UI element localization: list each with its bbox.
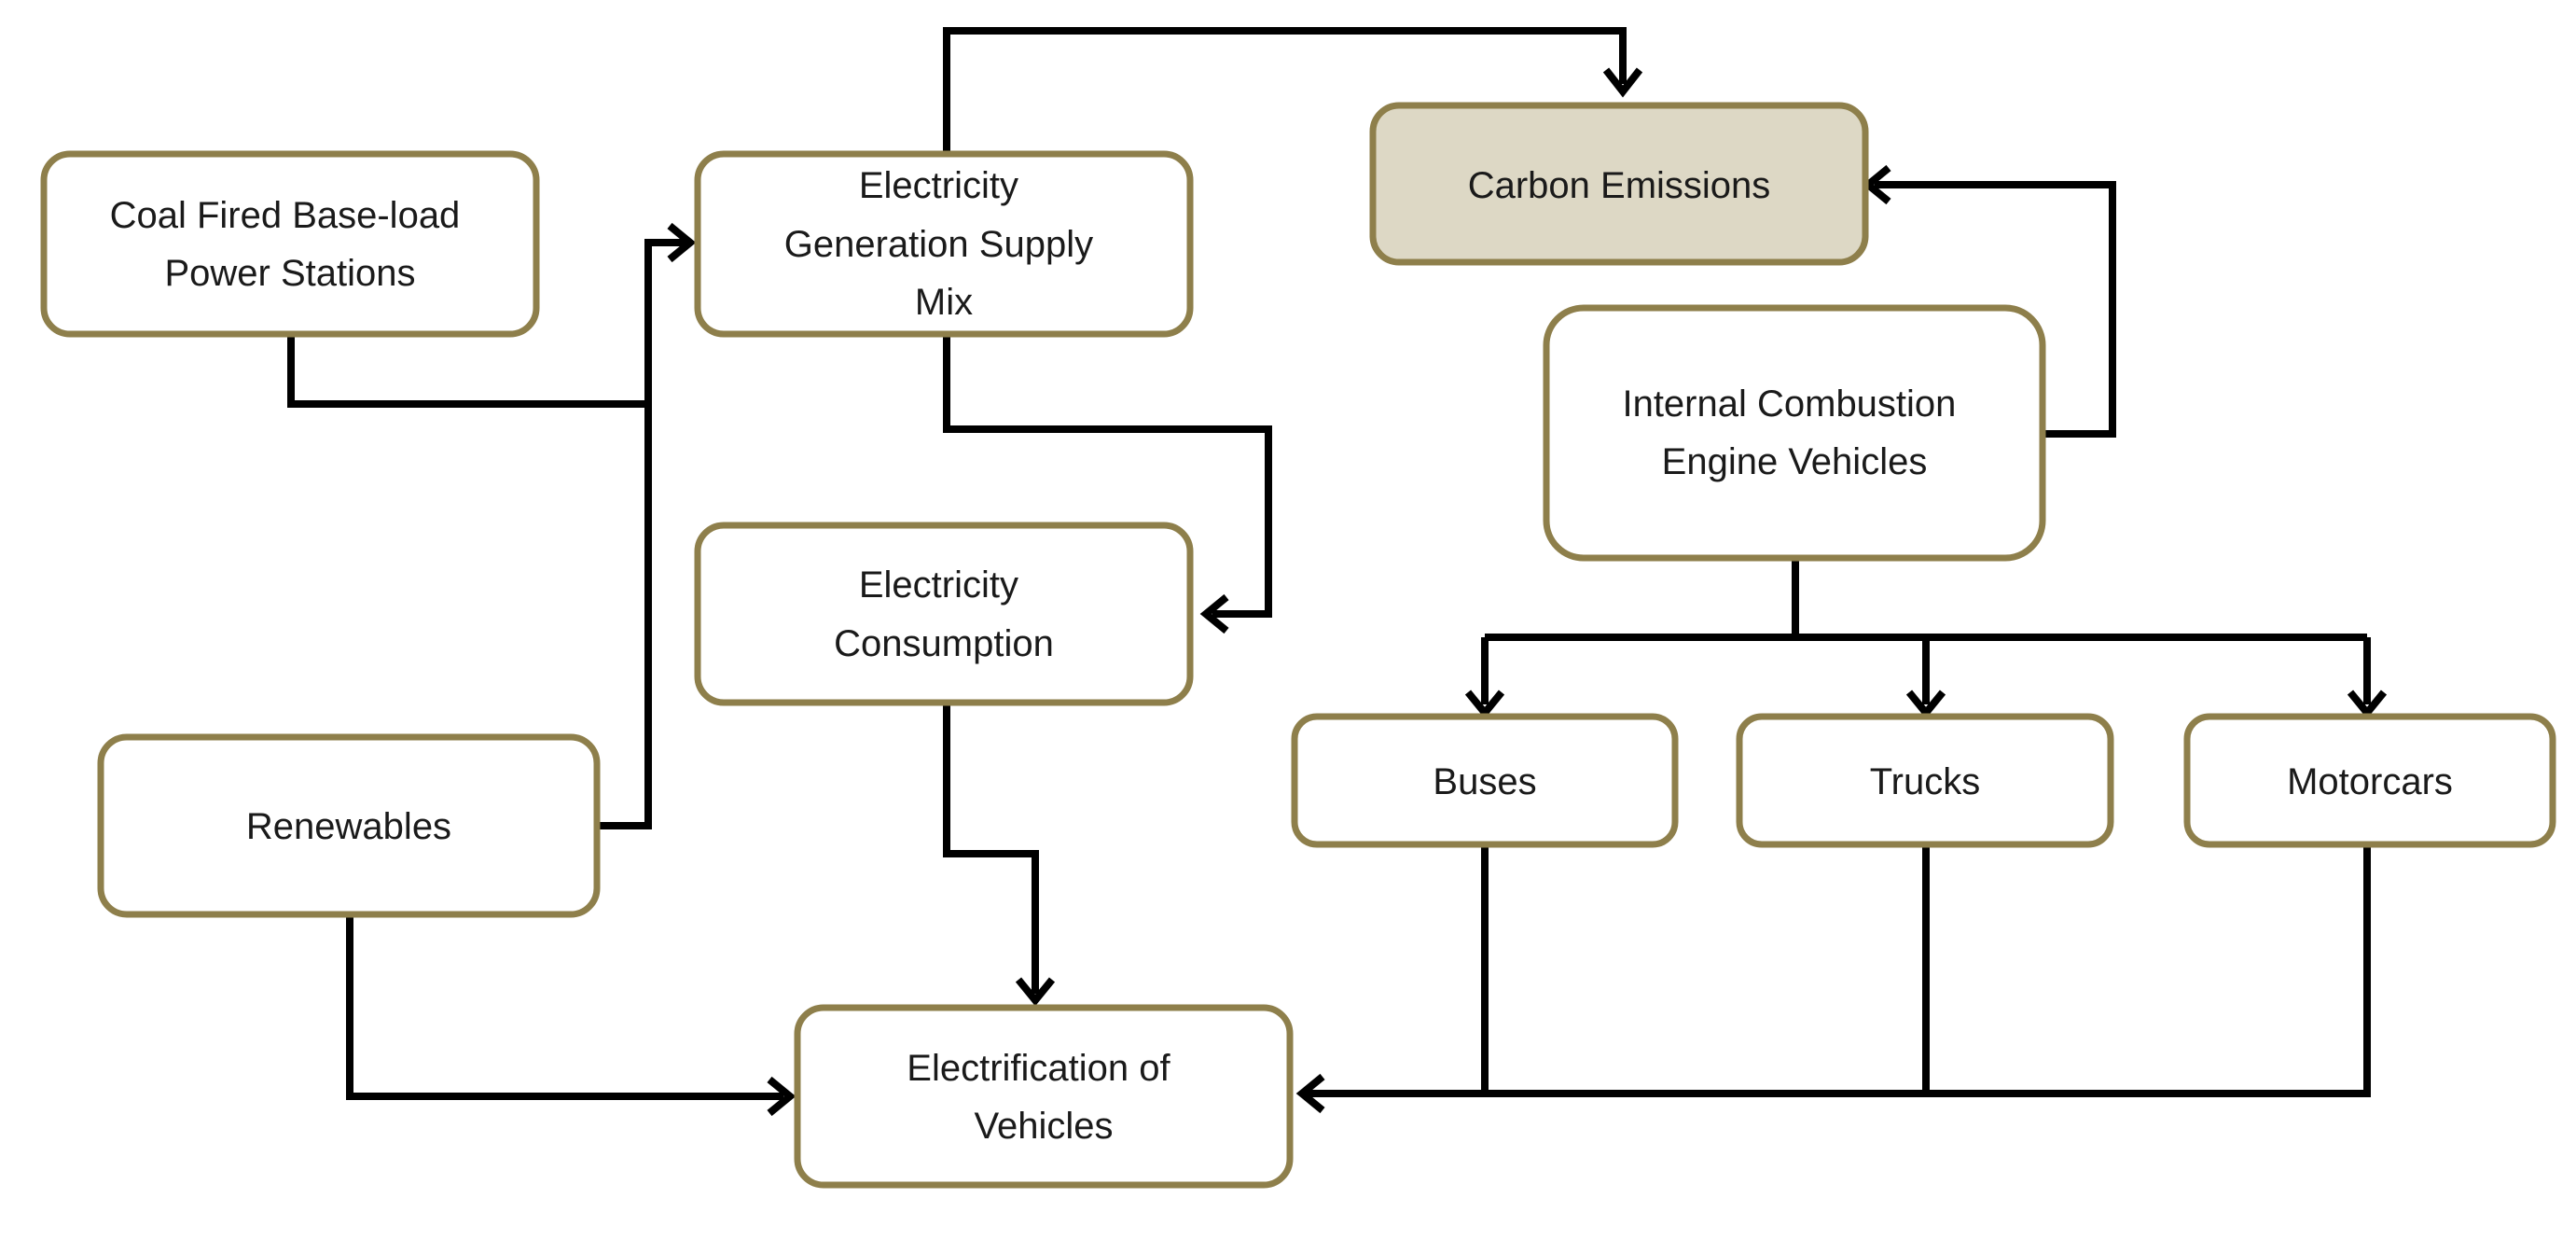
arrow-head-buses [1464, 690, 1505, 719]
arrow-head-supply-mix-in [667, 222, 697, 263]
node-coal-label-line-2: Power Stations [164, 253, 415, 294]
edge-ice-to-carbon [1875, 181, 2116, 438]
svg-text:Trucks: Trucks [1870, 761, 1981, 802]
edge-consumption-to-electrification [943, 703, 1039, 994]
node-electrification-label-line-1: Electrification of [907, 1048, 1170, 1089]
node-ice-label-line-2: Engine Vehicles [1662, 441, 1928, 482]
svg-text:Coal Fired Base-load P: Coal Fired Base-load Power Stations [110, 195, 471, 294]
arrow-head-electrification-top [1015, 977, 1056, 1007]
svg-text:Electricity Consumptio: Electricity Consumption [834, 564, 1054, 664]
edges [287, 27, 2388, 1117]
edge-supply-mix-to-consumption [943, 334, 1272, 618]
node-coal-label-line-1: Coal Fired Base-load [110, 195, 461, 236]
node-trucks: Trucks [1736, 713, 2114, 848]
node-motorcars: Motorcars [2183, 713, 2556, 848]
nodes: Coal Fired Base-load Power Stations Elec… [40, 102, 2556, 1189]
node-supply-mix-label-line-2: Generation Supply [784, 224, 1093, 265]
node-buses: Buses [1291, 713, 1679, 848]
svg-text:Carbon Emissions: Carbon Emissions [1468, 165, 1771, 206]
arrow-head-electrification-left [767, 1076, 796, 1117]
node-carbon-emissions: Carbon Emissions [1369, 102, 1869, 266]
svg-text:Motorcars: Motorcars [2287, 761, 2453, 802]
node-motorcars-label-line-1: Motorcars [2287, 761, 2453, 802]
edge-renewables-to-electrification [346, 914, 783, 1100]
node-consumption-label-line-2: Consumption [834, 623, 1054, 664]
node-coal-power-stations: Coal Fired Base-load Power Stations [40, 150, 540, 338]
node-consumption-label-line-1: Electricity [859, 564, 1018, 606]
arrow-head-consumption [1199, 593, 1229, 634]
node-renewables-label-line-1: Renewables [246, 806, 451, 847]
edge-renewables-to-supply-mix [597, 239, 686, 829]
arrow-head-motorcars [2347, 690, 2388, 719]
node-supply-mix-label-line-1: Electricity [859, 165, 1018, 206]
node-electrification-label-line-2: Vehicles [975, 1106, 1114, 1147]
node-carbon-label-line-1: Carbon Emissions [1468, 165, 1771, 206]
node-electrification-of-vehicles: Electrification of Vehicles [794, 1004, 1294, 1189]
node-buses-label-line-1: Buses [1433, 761, 1536, 802]
node-ice-label-line-1: Internal Combustion [1622, 383, 1956, 425]
arrow-head-electrification-right [1295, 1073, 1325, 1114]
edge-supply-mix-to-carbon [943, 27, 1627, 154]
node-electricity-consumption: Electricity Consumption [694, 522, 1194, 706]
arrow-head-trucks [1905, 690, 1946, 719]
edge-motorcars-to-electrification [1306, 844, 2371, 1097]
svg-text:Renewables: Renewables [246, 806, 451, 847]
svg-text:Internal Combustion En: Internal Combustion Engine Vehicles [1622, 383, 1966, 482]
arrow-head-carbon-top [1602, 67, 1643, 98]
edge-coal-to-supply-mix [287, 334, 648, 408]
node-electricity-generation-supply-mix: Electricity Generation Supply Mix [694, 150, 1194, 338]
node-internal-combustion-engine-vehicles: Internal Combustion Engine Vehicles [1543, 304, 2046, 562]
node-trucks-label-line-1: Trucks [1870, 761, 1981, 802]
svg-text:Electrification of Veh: Electrification of Vehicles [907, 1048, 1180, 1147]
node-supply-mix-label-line-3: Mix [915, 282, 973, 323]
svg-text:Electricity Generation: Electricity Generation Supply Mix [784, 165, 1103, 323]
svg-text:Buses: Buses [1433, 761, 1536, 802]
node-renewables: Renewables [97, 733, 601, 918]
